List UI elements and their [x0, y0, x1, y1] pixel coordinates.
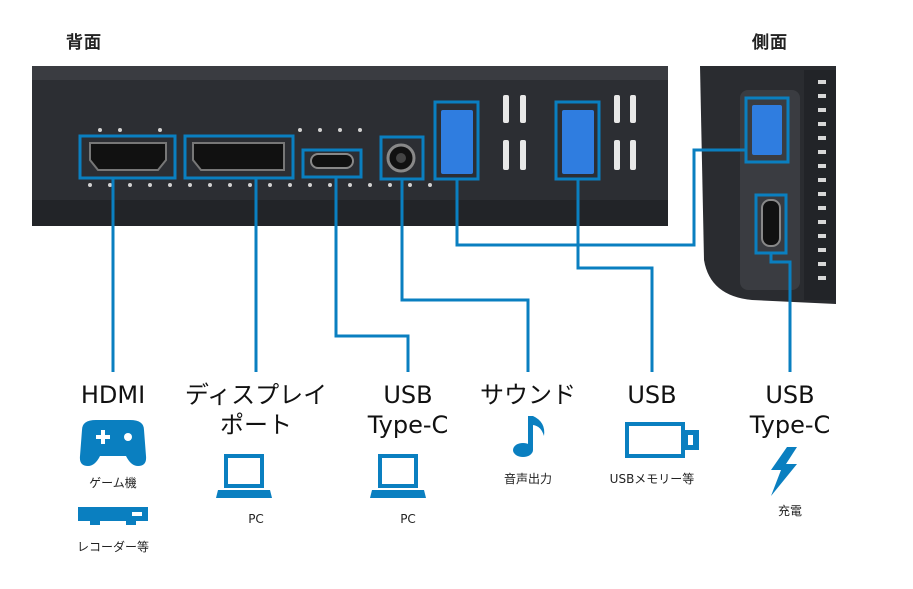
usbc-back-label-2: Type-C — [367, 411, 449, 439]
displayport-label-1: ディスプレイ — [184, 381, 328, 409]
sound-label: サウンド — [480, 381, 576, 409]
usbc-side-sub: 充電 — [777, 504, 802, 518]
displayport-sub: PC — [248, 512, 264, 526]
usbc-side-label-2: Type-C — [749, 411, 831, 439]
usbc-side-label-1: USB — [765, 381, 815, 409]
sound-sub: 音声出力 — [503, 472, 552, 486]
monitor-back-panel — [32, 66, 668, 226]
back-header: 背面 — [66, 33, 102, 53]
music-note-icon — [513, 416, 545, 457]
hdmi-sub1: ゲーム機 — [89, 476, 137, 490]
hdmi-sub2: レコーダー等 — [76, 540, 149, 554]
laptop-icon — [216, 454, 272, 498]
gamepad-icon — [79, 420, 147, 466]
usb-sub: USBメモリー等 — [609, 472, 695, 486]
port-highlights — [78, 96, 790, 255]
monitor-side-panel — [700, 66, 836, 304]
connector-lines — [111, 148, 792, 372]
usbc-back-label-1: USB — [383, 381, 433, 409]
hdmi-label: HDMI — [80, 381, 146, 409]
lightning-icon — [771, 447, 797, 496]
displayport-label-2: ポート — [220, 411, 292, 439]
side-header: 側面 — [752, 33, 788, 53]
usb-stick-icon — [625, 422, 699, 458]
recorder-icon — [78, 507, 148, 525]
usb-label: USB — [627, 381, 677, 409]
laptop-icon — [370, 454, 426, 498]
usbc-back-sub: PC — [400, 512, 416, 526]
